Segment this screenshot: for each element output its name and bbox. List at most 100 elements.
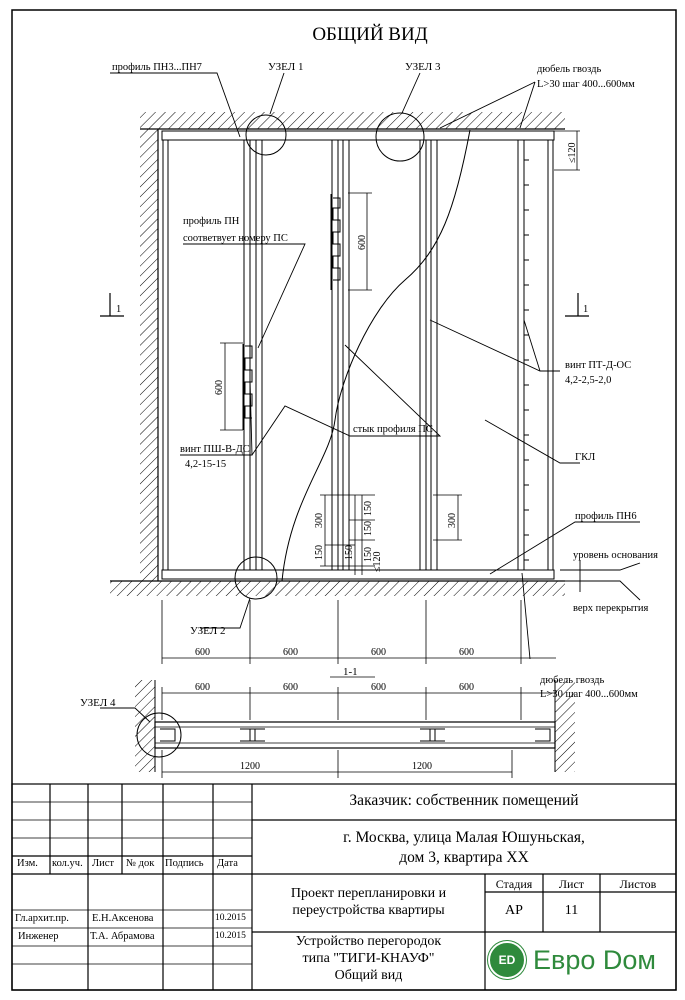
dim-120-top [554,130,580,171]
dim-600-c: 600 [371,647,386,658]
label-profil-pn6: профиль ПН6 [575,511,637,522]
stud-1 [162,139,169,571]
address-line-2: дом 3, квартира ХХ [399,849,529,866]
stud-6 [419,139,427,571]
section-mark-left: 1 [116,304,121,315]
floor-slab [110,580,565,596]
stud-3 [255,139,263,571]
wall-studs [162,139,554,571]
drawing-labels: профиль ПН3...ПН7 УЗЕЛ 1 УЗЕЛ 3 дюбель г… [80,61,658,709]
label-vint-psh-2: 4,2-15-15 [185,459,226,470]
dim-lower-cluster [320,494,462,575]
dim-1200-a: 1200 [240,761,260,772]
label-verh: верх перекрытия [573,603,648,614]
project-line-2: переустройства квартиры [292,903,445,918]
customer-text: Заказчик: собственник помещений [349,792,579,809]
role-1: Гл.архит.пр. [15,913,69,924]
dim-120-bottom: ≤120 [372,552,383,573]
role-2: Инженер [18,931,59,942]
dim-600-vert-upper: 600 [357,235,368,250]
dim-600-e: 600 [195,682,210,693]
col-ndok: № док [126,858,155,869]
dim-600-g: 600 [371,682,386,693]
col-kolch: кол.уч. [52,858,83,869]
dim-600-f: 600 [283,682,298,693]
section-title: 1-1 [343,666,358,678]
company-logo: ED Евро Dом [490,938,672,982]
label-uroven: уровень основания [573,550,658,561]
title-block-grid [11,783,677,991]
dim-600-a: 600 [195,647,210,658]
stud-joint-lower [242,344,253,430]
label-styk: стык профиля ПС [353,424,433,435]
name-1: Е.Н.Аксенова [92,913,154,924]
stage-label: Стадия [495,877,533,891]
bottom-runner-profile [161,569,555,580]
stage-value: АР [505,903,523,918]
col-data: Дата [217,858,238,869]
name-2: Т.А. Абрамова [90,931,155,942]
stud-4 [331,139,339,571]
left-wall [140,129,159,581]
date-1: 10.2015 [215,913,246,923]
level-marker [560,560,641,601]
address-line-1: г. Москва, улица Малая Юшуньская, [343,829,585,846]
stud-5 [342,139,350,571]
label-profil-pn-2: соответвует номеру ПС [183,233,288,244]
node-1-circle [245,114,287,156]
label-profil-pn3: профиль ПН3...ПН7 [112,62,202,73]
logo-text: Евро Dом [533,944,656,975]
dim-150-bot: 150 [363,547,374,562]
label-uzel3: УЗЕЛ 3 [405,61,441,73]
stud-8 [517,139,525,571]
ceiling-slab [140,112,565,130]
dim-vertical-600-upper [348,192,372,291]
label-profil-pn-1: профиль ПН [183,216,240,227]
screw-ticks-right [524,159,529,561]
leader-lines [100,72,640,723]
node-circles [136,112,425,758]
dim-600-d: 600 [459,647,474,658]
project-line-1: Проект перепланировки и [290,886,447,901]
label-vint-psh-1: винт ПШ-В-ДС [180,444,250,455]
label-dubel-bot-1: дюбель гвоздь [540,675,604,686]
stud-2 [243,139,251,571]
stud-9 [547,139,554,571]
dim-1200-b: 1200 [412,761,432,772]
dim-chain-plan [161,600,556,664]
sheet-value: 11 [564,903,579,918]
dim-600-b: 600 [283,647,298,658]
top-runner-profile [161,130,555,141]
sheet-title-3: Общий вид [334,968,403,983]
drawing-title: ОБЩИЙ ВИД [312,24,427,45]
label-vint-pt-2: 4,2-2,5-2,0 [565,375,611,386]
section-marker-left [100,293,124,317]
dim-vertical-600-lower [220,342,243,431]
dim-150-mid2: 150 [363,521,374,536]
dim-150-left: 150 [314,545,325,560]
node-2-circle [234,556,278,600]
label-dubel-top-2: L>30 шаг 400...600мм [537,79,635,90]
dim-150-mid: 150 [344,545,355,560]
label-gkl: ГКЛ [575,452,595,463]
dim-300-left: 300 [314,513,325,528]
col-izm: Изм. [17,858,38,869]
section-marker-right [565,293,589,317]
stud-7 [430,139,438,571]
dim-600-h: 600 [459,682,474,693]
break-line [281,129,471,582]
label-uzel4: УЗЕЛ 4 [80,697,116,709]
section-mark-right: 1 [583,304,588,315]
label-vint-pt-1: винт ПТ-Д-ОС [565,360,631,371]
logo-badge: ED [490,943,524,977]
sheets-label: Листов [619,877,657,891]
dim-300-right: 300 [447,513,458,528]
dim-600-vert-lower: 600 [214,380,225,395]
col-podpis: Подпись [165,858,204,869]
dim-150-top: 150 [363,501,374,516]
dimension-numbers: 600 600 600 600 600 600 600 600 1200 120… [195,143,578,773]
label-dubel-bot-2: L>30 шаг 400...600мм [540,689,638,700]
sheet-title-1: Устройство перегородок [295,934,442,949]
sheet-label: Лист [558,877,585,891]
